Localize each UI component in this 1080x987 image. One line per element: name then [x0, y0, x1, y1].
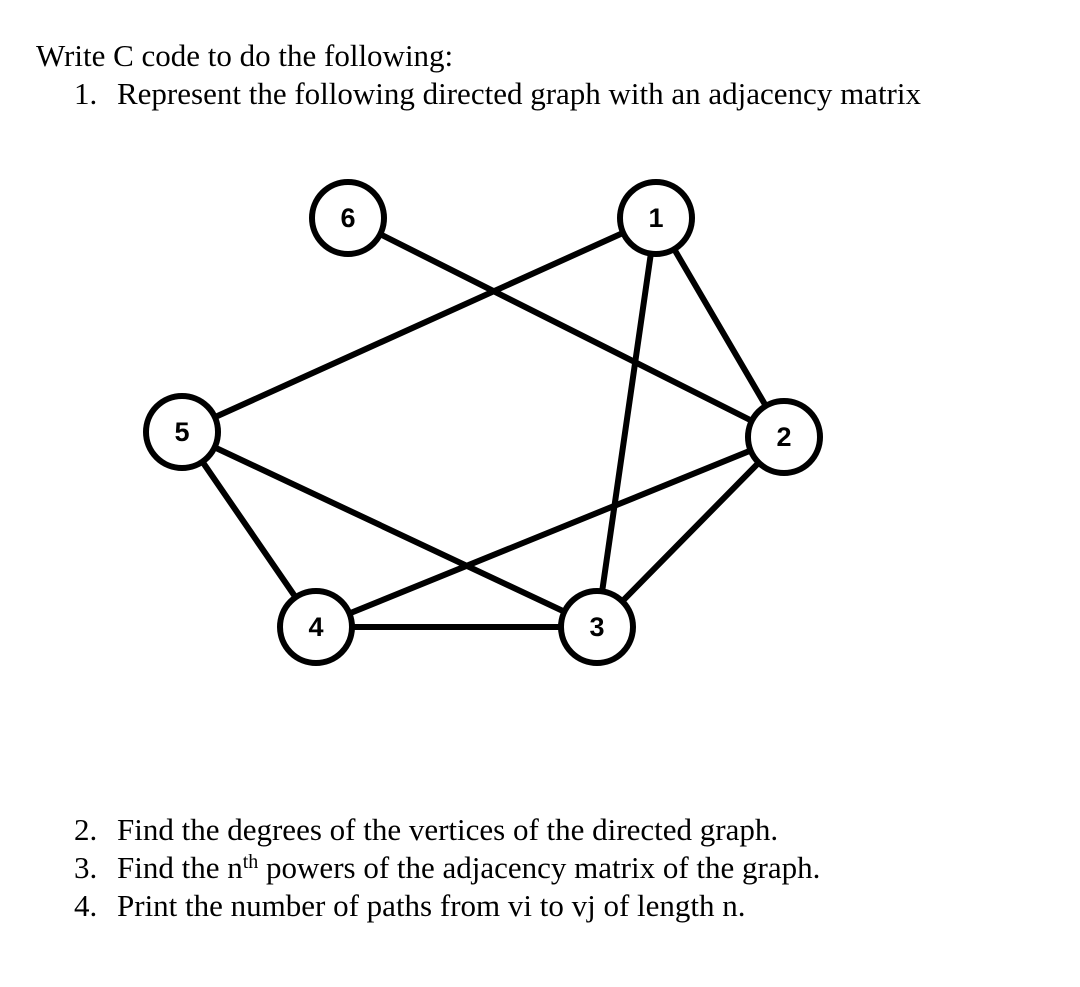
edge-6-2	[345, 215, 787, 440]
node-label: 4	[308, 612, 323, 642]
node-circle	[277, 588, 355, 666]
node-6: 6	[309, 179, 387, 257]
edge-5-3	[179, 429, 600, 630]
list-item-3: 3. Find the nth powers of the adjacency m…	[74, 850, 820, 886]
node-label: 1	[648, 203, 663, 233]
list-number: 3.	[74, 850, 98, 885]
node-label: 6	[340, 203, 355, 233]
node-label: 5	[174, 417, 189, 447]
node-circle	[617, 179, 695, 257]
list-text: Represent the following directed graph w…	[117, 76, 921, 111]
superscript-th: th	[242, 851, 259, 873]
list-text-pre: Find the n	[117, 850, 243, 885]
edge-3-2	[594, 434, 787, 630]
node-2: 2	[745, 398, 823, 476]
intro-text: Write C code to do the following:	[36, 38, 454, 73]
node-circle	[309, 179, 387, 257]
graph-edges	[179, 215, 787, 630]
list-item-2: 2. Find the degrees of the vertices of th…	[74, 812, 778, 848]
node-5: 5	[143, 393, 221, 471]
node-circle	[558, 588, 636, 666]
edge-1-5	[179, 215, 659, 435]
node-label: 2	[776, 422, 791, 452]
list-number: 4.	[74, 888, 98, 923]
node-label: 3	[589, 612, 604, 642]
node-3: 3	[558, 588, 636, 666]
node-circle	[745, 398, 823, 476]
edge-4-2	[313, 434, 787, 630]
list-text: Print the number of paths from vi to vj …	[117, 888, 746, 923]
node-1: 1	[617, 179, 695, 257]
graph-nodes: 6 1 5 2 4 3	[143, 179, 823, 666]
node-circle	[143, 393, 221, 471]
edge-1-3	[594, 215, 659, 630]
edge-5-4	[179, 429, 319, 630]
list-item-4: 4. Print the number of paths from vi to v…	[74, 888, 746, 924]
list-number: 1.	[74, 76, 98, 111]
list-number: 2.	[74, 812, 98, 847]
list-item-1: 1. Represent the following directed graph…	[74, 76, 921, 112]
edge-1-2	[653, 215, 787, 440]
node-4: 4	[277, 588, 355, 666]
list-text: Find the degrees of the vertices of the …	[117, 812, 779, 847]
list-text-post: powers of the adjacency matrix of the gr…	[258, 850, 821, 885]
